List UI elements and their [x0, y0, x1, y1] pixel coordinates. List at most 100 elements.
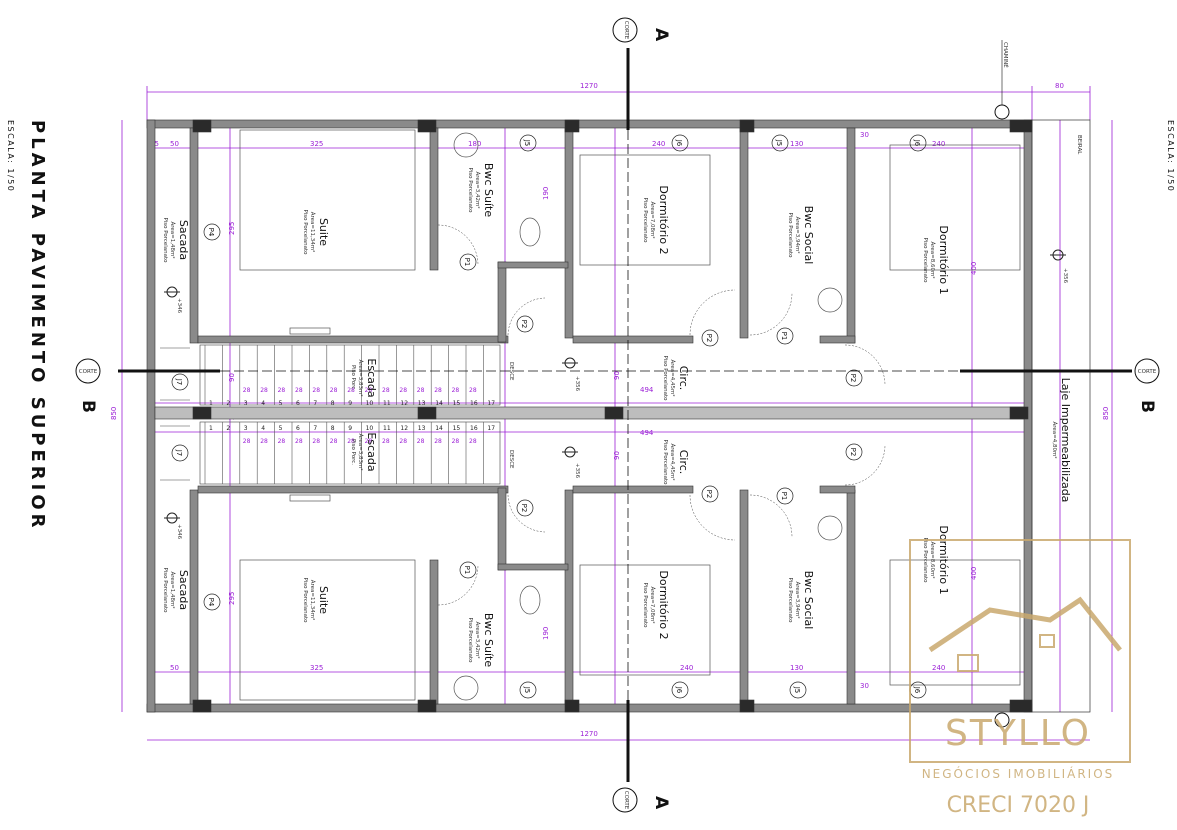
- svg-text:P2: P2: [520, 504, 528, 513]
- svg-text:+356: +356: [1062, 268, 1068, 284]
- chimney: CHAMINÉ: [994, 40, 1010, 728]
- tag-j5-c: J5: [771, 134, 789, 152]
- levels: +356 +356 +356 +346 +346 DESCE DESCE: [164, 249, 1068, 540]
- svg-text:Piso Porcelanato: Piso Porcelanato: [467, 617, 473, 663]
- dim-295-bottom: 295: [228, 592, 236, 605]
- stairs: [160, 344, 501, 485]
- stair-step-number: 7: [313, 400, 317, 407]
- stair-step-dim: 28: [469, 438, 477, 445]
- svg-text:+356: +356: [574, 463, 580, 479]
- stair-step-number: 9: [348, 425, 352, 432]
- tag-p4-bottom: P4: [203, 593, 221, 611]
- svg-text:J5: J5: [793, 686, 801, 694]
- svg-text:Bwc Suíte: Bwc Suíte: [482, 163, 495, 217]
- svg-text:Circ.: Circ.: [677, 366, 690, 391]
- stair-step-number: 11: [383, 400, 391, 407]
- room-labels: Sacada Área=1,48m² Piso Porcelanato Suit…: [162, 135, 1082, 667]
- svg-text:A: A: [651, 28, 671, 42]
- stair-step-dim: 28: [399, 387, 407, 394]
- dim-240-top-b: 240: [932, 140, 945, 148]
- svg-text:Área=7,08m²: Área=7,08m²: [649, 586, 656, 623]
- tag-p2-e: P2: [845, 369, 863, 387]
- styllo-logo: STYLLO NEGÓCIOS IMOBILIÁRIOS CRECI 7020 …: [909, 539, 1131, 818]
- tag-p2-c: P2: [701, 329, 719, 347]
- logo-frame: [909, 539, 1131, 763]
- tag-p3-bottom: J7: [171, 444, 189, 462]
- title-block: PLANTA PAVIMENTO SUPERIOR ESCALA: 1/50 E…: [6, 120, 1175, 532]
- dim-total-height-right: 850: [1102, 407, 1110, 420]
- room-sacada-bottom: Sacada Área=1,48m² Piso Porcelanato: [162, 567, 190, 613]
- tag-p1-top: P1: [459, 253, 477, 271]
- svg-text:P1: P1: [463, 566, 471, 575]
- tag-p4-top: P4: [203, 223, 221, 241]
- dim-180-top: 180: [468, 140, 481, 148]
- room-bwc-suite-bottom: Bwc Suíte Área=3,42m² Piso Porcelanato: [467, 613, 495, 667]
- svg-text:+346: +346: [176, 298, 182, 314]
- stair-step-dim: 28: [330, 438, 338, 445]
- stair-step-dim: 28: [365, 438, 373, 445]
- stair-step-number: 15: [453, 425, 461, 432]
- svg-text:Suite: Suite: [317, 586, 330, 614]
- svg-text:Piso Porcelanato: Piso Porcelanato: [662, 439, 668, 485]
- stair-step-number: 2: [226, 400, 230, 407]
- svg-text:P4: P4: [207, 598, 215, 607]
- svg-text:Área=4,80m²: Área=4,80m²: [1051, 421, 1058, 458]
- svg-text:Piso Porcelanato: Piso Porcelanato: [162, 567, 168, 613]
- stair-step-dim: 28: [295, 438, 303, 445]
- svg-text:P2: P2: [849, 448, 857, 457]
- stair-step-number: 6: [296, 400, 300, 407]
- room-bwc-suite-top: Bwc Suíte Área=3,42m² Piso Porcelanato: [467, 163, 495, 217]
- svg-text:J5: J5: [523, 686, 531, 694]
- svg-text:Área=11,34m²: Área=11,34m²: [309, 212, 316, 253]
- stair-step-number: 17: [487, 400, 495, 407]
- drawing-scale: ESCALA: 1/50: [6, 120, 15, 192]
- svg-text:+356: +356: [574, 376, 580, 392]
- stair-step-dim: 28: [312, 438, 320, 445]
- stair-step-number: 6: [296, 425, 300, 432]
- level-marker-1: +356: [562, 357, 580, 392]
- stair-step-dim: 28: [260, 387, 268, 394]
- room-bwc-social-bottom: Bwc Social Área=3,94m² Piso Porcelanato: [787, 571, 815, 630]
- drawing-title: PLANTA PAVIMENTO SUPERIOR: [27, 120, 48, 532]
- section-b-right: CORTE B: [1134, 358, 1160, 413]
- tag-p2-f: P2: [845, 443, 863, 461]
- stair-step-dim: 28: [469, 387, 477, 394]
- stair-step-number: 14: [435, 425, 443, 432]
- stair-step-number: 16: [470, 425, 478, 432]
- room-dormitorio-2-top: Dormitório 2 Área=7,08m² Piso Porcelanat…: [642, 185, 670, 254]
- room-sacada-top: Sacada Área=1,48m² Piso Porcelanato: [162, 217, 190, 263]
- stair-step-dim: 28: [243, 387, 251, 394]
- svg-text:J7: J7: [175, 378, 183, 386]
- svg-text:Piso Porcelanato: Piso Porcelanato: [642, 582, 648, 628]
- stair-step-number: 11: [383, 425, 391, 432]
- room-dormitorio-1-top: Dormitório 1 Área=8,60m² Piso Porcelanat…: [922, 225, 950, 294]
- desce-top: DESCE: [508, 362, 514, 381]
- svg-text:CORTE: CORTE: [1138, 369, 1157, 375]
- svg-text:Área=11,34m²: Área=11,34m²: [309, 580, 316, 621]
- tag-p2-b: P2: [516, 499, 534, 517]
- svg-text:Área=1,48m²: Área=1,48m²: [169, 221, 176, 258]
- dim-50-top: 50: [170, 140, 179, 148]
- stair-step-number: 13: [418, 425, 426, 432]
- svg-text:Dormitório 1: Dormitório 1: [937, 225, 950, 294]
- dim-325-bottom: 325: [310, 664, 323, 672]
- svg-text:J6: J6: [675, 686, 683, 694]
- dim-240-bottom-b: 240: [932, 664, 945, 672]
- dim-90-circ-top: 90: [613, 371, 621, 380]
- dim-130-bottom: 130: [790, 664, 803, 672]
- svg-text:Área=8,60m²: Área=8,60m²: [929, 241, 936, 278]
- stair-step-number: 9: [348, 400, 352, 407]
- level-marker-5: +346: [164, 512, 182, 540]
- stair-step-dim: 28: [243, 438, 251, 445]
- tag-j5-bottom: J5: [519, 681, 537, 699]
- stair-step-dim: 28: [260, 438, 268, 445]
- tag-j6-d: J6: [909, 681, 927, 699]
- room-suite-top: Suite Área=11,34m² Piso Porcelanato: [302, 209, 330, 255]
- stair-step-number: 10: [366, 400, 374, 407]
- svg-text:B: B: [1137, 400, 1157, 413]
- dim-130-top: 130: [790, 140, 803, 148]
